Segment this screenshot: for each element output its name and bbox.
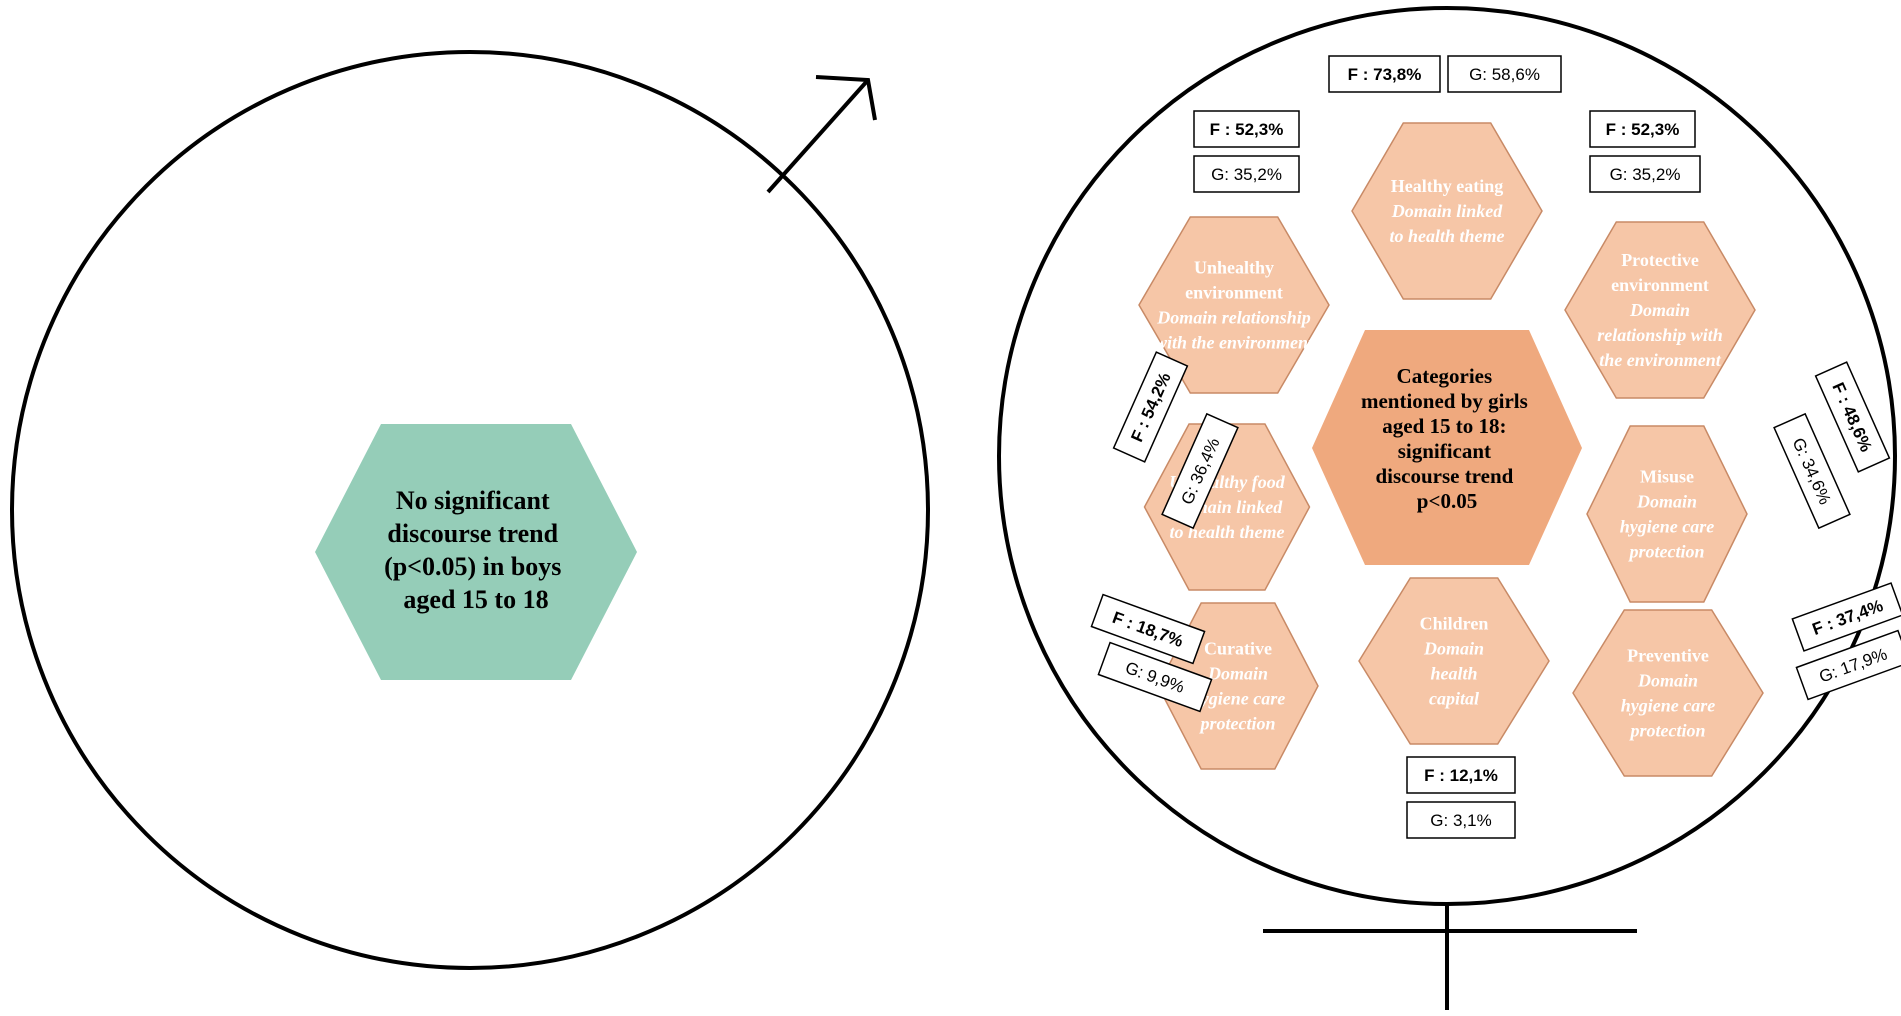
boys-hex-text: No significant discourse trend (p<0.05) … xyxy=(384,486,568,614)
category-hexagon xyxy=(1138,216,1330,394)
category-title: Misuse xyxy=(1640,467,1694,487)
label-box xyxy=(1090,593,1206,665)
category-title: environment xyxy=(1185,283,1283,303)
category-domain: Domain xyxy=(1423,639,1484,659)
boys-hexagon: No significant discourse trend (p<0.05) … xyxy=(315,424,637,680)
girls-percentage-labels: F : 73,8% G: 58,6% F : 52,3% G: 35,2% F : 52… xyxy=(1090,55,1901,839)
category-hexagon xyxy=(1572,609,1764,777)
male-arrow-head xyxy=(815,75,877,121)
category-domain: hygiene care xyxy=(1621,696,1715,716)
label-box xyxy=(1814,361,1891,473)
label-box xyxy=(1795,629,1901,701)
category-hexagon xyxy=(1564,221,1756,399)
male-symbol xyxy=(10,50,930,970)
f-label-misuse: F : 48,6% xyxy=(1814,361,1891,473)
category-domain: relationship with xyxy=(1597,325,1723,345)
category-domain: Domain relationship xyxy=(1156,308,1311,328)
label-text: F : 12,1% xyxy=(1424,766,1498,785)
category-hexagon xyxy=(1586,425,1748,603)
category-domain: Domain xyxy=(1637,671,1698,691)
g-label-unhealthy-environment: G: 35,2% xyxy=(1193,155,1300,193)
label-box xyxy=(1773,412,1851,530)
category-domain: protection xyxy=(1628,542,1705,562)
f-label-healthy-eating: F : 73,8% xyxy=(1328,55,1441,93)
category-title: Preventive xyxy=(1627,646,1709,666)
category-domain: to health theme xyxy=(1389,226,1504,246)
category-domain: Domain xyxy=(1636,492,1697,512)
girls-center-text: Categories mentioned by girls aged 15 to… xyxy=(1361,364,1533,513)
category-title: Healthy eating xyxy=(1391,176,1504,196)
f-label-unhealthy-environment: F : 52,3% xyxy=(1193,110,1300,148)
label-box xyxy=(1589,155,1701,193)
label-box xyxy=(1406,756,1516,794)
boys-circle xyxy=(10,50,930,970)
category-hexagon xyxy=(1351,122,1543,300)
category-domain: health xyxy=(1430,664,1477,684)
label-box xyxy=(1589,110,1696,148)
g-label-children: G: 3,1% xyxy=(1406,801,1516,839)
category-hexagon xyxy=(1358,577,1550,745)
category-domain: Domain linked xyxy=(1391,201,1504,221)
label-box xyxy=(1112,351,1189,463)
girls-center-shape xyxy=(1312,330,1582,565)
category-title: Curative xyxy=(1204,639,1272,659)
label-box xyxy=(1447,55,1562,93)
g-label-healthy-eating: G: 58,6% xyxy=(1447,55,1562,93)
label-box xyxy=(1161,412,1239,530)
girls-center-hexagon: Categories mentioned by girls aged 15 to… xyxy=(1312,330,1582,565)
category-title: Protective xyxy=(1621,250,1699,270)
label-box xyxy=(1791,582,1901,652)
category-domain: hygiene care xyxy=(1191,689,1285,709)
label-box xyxy=(1097,641,1213,713)
category-domain: hygiene care xyxy=(1620,517,1714,537)
category-domain: capital xyxy=(1429,689,1479,709)
label-text: G: 35,2% xyxy=(1211,165,1282,184)
category-domain: to health theme xyxy=(1169,522,1284,542)
g-label-misuse: G: 34,6% xyxy=(1773,412,1851,530)
category-domain: the environment xyxy=(1599,350,1722,370)
boys-hex-shape xyxy=(315,424,637,680)
female-symbol xyxy=(997,6,1897,1010)
male-arrow-shaft xyxy=(766,78,870,194)
category-title: Children xyxy=(1420,614,1489,634)
category-title: environment xyxy=(1611,275,1709,295)
f-label-unhealthy-food: F : 54,2% xyxy=(1112,351,1189,463)
f-label-curative: F : 18,7% xyxy=(1090,593,1206,665)
category-title: Unhealthy xyxy=(1194,258,1274,278)
label-box xyxy=(1193,110,1300,148)
label-box xyxy=(1328,55,1441,93)
label-box xyxy=(1193,155,1300,193)
category-domain: Domain xyxy=(1207,664,1268,684)
category-domain: protection xyxy=(1199,714,1276,734)
label-text: F : 52,3% xyxy=(1606,120,1680,139)
f-label-children: F : 12,1% xyxy=(1406,756,1516,794)
g-label-protective-environment: G: 35,2% xyxy=(1589,155,1701,193)
category-domain: protection xyxy=(1629,721,1706,741)
label-text: F : 73,8% xyxy=(1348,65,1422,84)
label-text: G: 3,1% xyxy=(1430,811,1491,830)
f-label-protective-environment: F : 52,3% xyxy=(1589,110,1696,148)
label-box xyxy=(1406,801,1516,839)
label-text: G: 58,6% xyxy=(1469,65,1540,84)
label-text: G: 35,2% xyxy=(1610,165,1681,184)
label-text: F : 52,3% xyxy=(1210,120,1284,139)
g-label-preventive: G: 17,9% xyxy=(1795,629,1901,701)
category-domain: Domain xyxy=(1629,300,1690,320)
category-domain: with the environment xyxy=(1155,333,1314,353)
